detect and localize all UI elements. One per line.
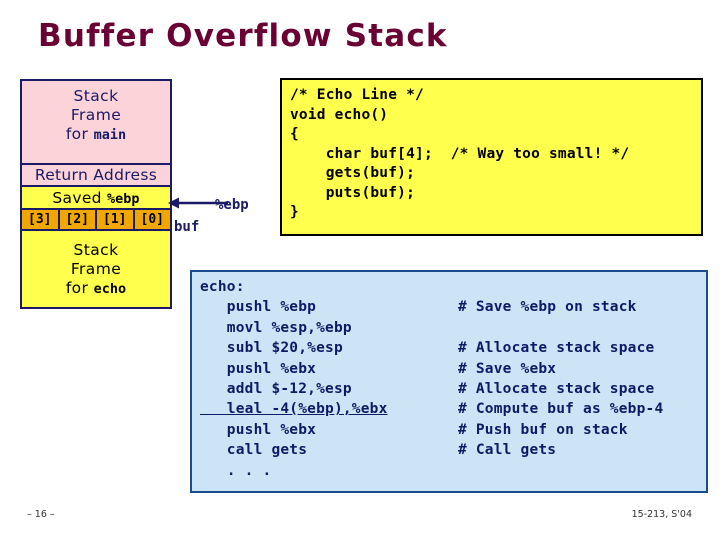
- stack-frame-main-for-text: for: [65, 125, 94, 143]
- assembly-line: movl %esp,%ebp: [200, 318, 706, 338]
- assembly-instruction: . . .: [200, 462, 272, 479]
- assembly-line: leal -4(%ebp),%ebx # Compute buf as %ebp-…: [200, 399, 706, 419]
- stack-diagram: Stack Frame for main Return Address Save…: [20, 79, 172, 309]
- assembly-instruction: movl %esp,%ebp: [200, 319, 352, 336]
- assembly-instruction: leal -4(%ebp),%ebx: [200, 401, 388, 418]
- course-label: 15-213, S'04: [631, 509, 692, 520]
- assembly-comment: # Push buf on stack: [458, 421, 628, 438]
- stack-frame-main-fn-name: main: [93, 127, 127, 143]
- buf-variable-label: buf: [174, 219, 200, 235]
- ebp-arrow-icon: [168, 197, 228, 209]
- return-address-row: Return Address: [22, 165, 170, 187]
- stack-frame-main-line2: Frame: [70, 106, 122, 124]
- assembly-instruction: echo:: [200, 279, 245, 295]
- saved-ebp-text: Saved: [52, 189, 108, 207]
- assembly-comment: # Compute buf as %ebp-4: [458, 401, 664, 418]
- assembly-instruction: pushl %ebx: [200, 421, 317, 438]
- stack-frame-echo-fn-name: echo: [93, 281, 127, 297]
- slide-number: – 16 –: [27, 509, 55, 520]
- assembly-line: subl $20,%esp # Allocate stack space: [200, 338, 706, 358]
- buf-byte-cell-3: [3]: [22, 210, 60, 229]
- buf-bytes-row: [3] [2] [1] [0]: [22, 210, 170, 231]
- stack-frame-main-line3: for main: [22, 125, 170, 145]
- assembly-instruction: pushl %ebx: [200, 360, 317, 377]
- stack-frame-echo-line1: Stack: [73, 241, 119, 259]
- assembly-line: addl $-12,%esp # Allocate stack space: [200, 379, 706, 399]
- assembly-comment: # Call gets: [458, 442, 557, 459]
- stack-frame-echo-line3: for echo: [22, 279, 170, 299]
- stack-frame-main-line1: Stack: [73, 87, 119, 105]
- assembly-comment: # Save %ebx: [458, 360, 557, 377]
- assembly-instruction: call gets: [200, 442, 308, 459]
- buf-byte-cell-2: [2]: [59, 210, 97, 229]
- assembly-code-box: echo: pushl %ebp # Save %ebp on stack mov…: [190, 270, 708, 493]
- ebp-register-label: %ebp: [215, 197, 249, 213]
- assembly-instruction: pushl %ebp: [200, 299, 317, 316]
- assembly-line: pushl %ebp # Save %ebp on stack: [200, 297, 706, 317]
- saved-ebp-register: %ebp: [107, 191, 140, 207]
- assembly-line: . . .: [200, 461, 706, 481]
- assembly-comment: # Save %ebp on stack: [458, 299, 637, 316]
- assembly-comment: # Allocate stack space: [458, 340, 655, 357]
- c-source-code-box: /* Echo Line */ void echo() { char buf[4…: [280, 78, 703, 236]
- assembly-instruction: subl $20,%esp: [200, 340, 343, 357]
- stack-frame-echo-for-text: for: [65, 279, 94, 297]
- stack-frame-echo-box: Stack Frame for echo: [22, 231, 170, 307]
- assembly-line: pushl %ebx # Save %ebx: [200, 359, 706, 379]
- page-title: Buffer Overflow Stack: [38, 18, 448, 54]
- assembly-comment: # Allocate stack space: [458, 380, 655, 397]
- saved-ebp-row: Saved %ebp: [22, 187, 170, 210]
- assembly-line: pushl %ebx # Push buf on stack: [200, 420, 706, 440]
- buf-byte-cell-1: [1]: [97, 210, 135, 229]
- assembly-instruction: addl $-12,%esp: [200, 380, 352, 397]
- assembly-line: call gets # Call gets: [200, 440, 706, 460]
- assembly-line: echo:: [200, 277, 706, 297]
- buf-byte-cell-0: [0]: [134, 210, 170, 229]
- stack-frame-echo-line2: Frame: [70, 260, 122, 278]
- stack-frame-main-box: Stack Frame for main: [22, 81, 170, 165]
